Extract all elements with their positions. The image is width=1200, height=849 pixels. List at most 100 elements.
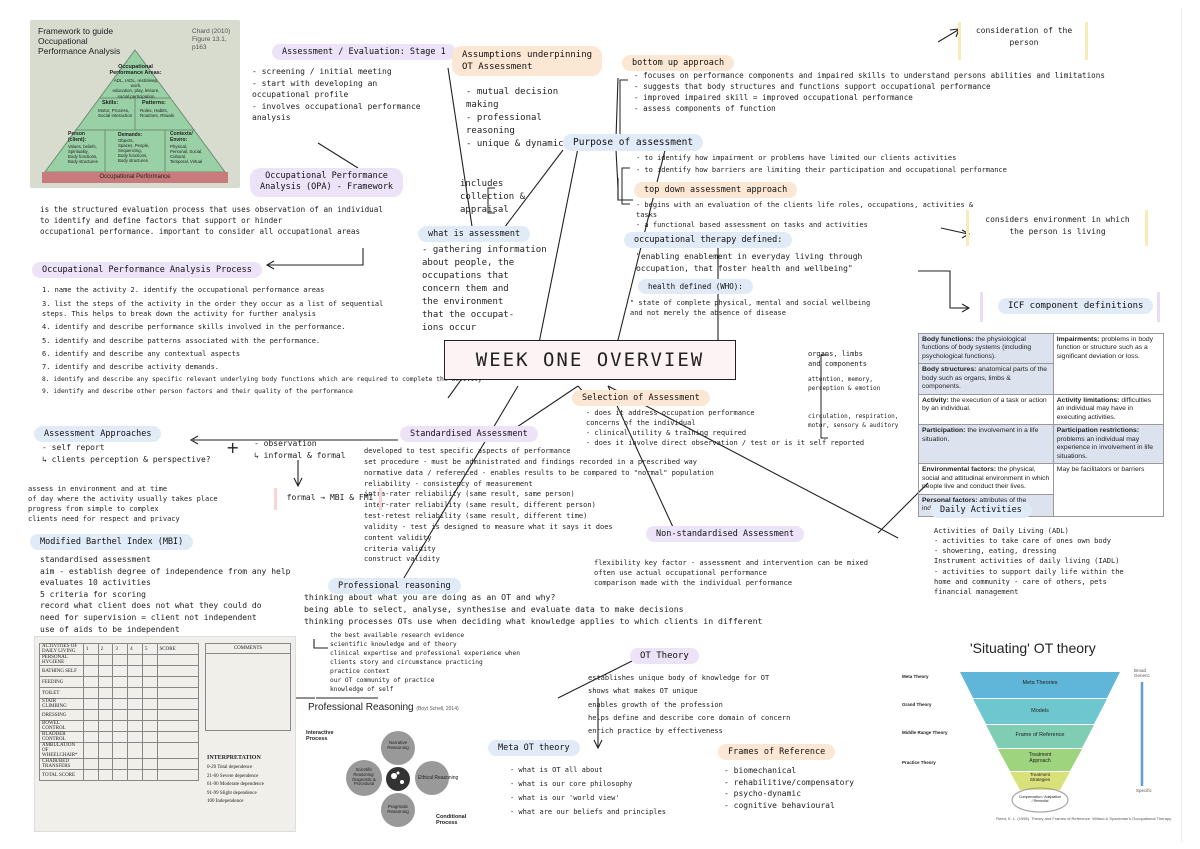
bottom-up-text: - focuses on performance components and … — [634, 71, 1105, 113]
icf-definition: the physical, social and attitudinal env… — [922, 466, 1050, 491]
pyramid-contexts-label: Contexts/ Enviro: — [170, 131, 193, 143]
health-defined-text: " state of complete physical, mental and… — [630, 299, 871, 318]
occupational-performance-pyramid-image: Framework to guide Occupational Performa… — [30, 20, 240, 188]
scan-interpretation-row: 21-60 Severe dependence — [207, 773, 259, 779]
pyramid-apex-label: Occupational Performance Areas: — [109, 64, 162, 77]
reasoning-interactive-label: Interactive Process — [306, 730, 334, 742]
situating-left-label: Practice Theory — [902, 760, 936, 765]
pyramid-person-label: Person (client): — [68, 131, 87, 143]
icf-definition: difficulties an individual may have in e… — [1056, 396, 1152, 421]
selection-text: - does it address occupation performance… — [586, 409, 865, 448]
considers-env-bracket — [966, 210, 1148, 246]
icf-side-note-2: attention, memory, perception & emotion — [808, 376, 881, 392]
icf-term: Body structures: — [922, 366, 977, 374]
opa-step: 9. identify and describe other person fa… — [42, 388, 353, 396]
scan-cell: CHAIR/BED TRANSFERS — [39, 758, 84, 770]
opa-step: 1. name the activity 2. identify the occ… — [42, 286, 325, 294]
opa-definition: is the structured evaluation process tha… — [40, 205, 383, 236]
reasoning-conditional-label: Conditional Process — [436, 814, 467, 826]
scan-interpretation-row: 0-20 Total dependence — [207, 765, 253, 770]
approaches-plus: + — [226, 438, 240, 457]
daily-activities-heading: Daily Activities — [930, 502, 1032, 518]
icf-row: Body functions: the physiological functi… — [918, 332, 1165, 395]
approaches-self-report: - self report ↳ clients perception & per… — [42, 443, 211, 464]
meta-theory-heading: Meta OT theory — [488, 740, 580, 756]
opa-step: steps. This helps to break down the acti… — [42, 310, 316, 319]
connector-lines — [189, 28, 971, 750]
icf-definition: problems in body function or structure s… — [1056, 336, 1154, 360]
assessment-stage-text: - screening / initial meeting - start wi… — [252, 67, 421, 123]
reasoning-figure-title: Professional Reasoning (Boyt Schell, 201… — [308, 702, 488, 713]
mbi-text: standardised assessment aim - establish … — [40, 555, 291, 634]
formal-note: formal → MBI & FMI — [286, 493, 374, 502]
scan-cell: TOTAL SCORE — [39, 769, 84, 781]
assumptions-items: - mutual decision making - professional … — [466, 87, 564, 150]
standardised-heading: Standardised Assessment — [400, 426, 538, 442]
opa-step: 6. identify and describe any contextual … — [42, 349, 241, 358]
situating-level: Models — [1031, 708, 1049, 714]
situating-broad-label: Broad Generic — [1134, 668, 1150, 678]
pyramid-graphic — [42, 49, 228, 183]
reasoning-narrative-label: Narrative Reasoning — [387, 740, 409, 750]
ot-theory-text: establishes unique body of knowledge for… — [588, 674, 791, 736]
includes-note: includes collection & appraisal — [460, 179, 526, 216]
scan-cell: TOILET — [39, 687, 84, 699]
what-is-assessment-text: - gathering information about people, th… — [422, 245, 547, 334]
meta-theory-text: - what is OT all about - what is our cor… — [510, 766, 666, 816]
scan-cell: AMBULATION OF WHEELCHAIR* — [39, 742, 84, 759]
top-down-heading: top down assessment approach — [634, 182, 798, 198]
icf-term: Environmental factors: — [922, 466, 997, 474]
icf-definition: May be facilitators or barriers — [1056, 466, 1145, 474]
pyramid-skills-text: Motor, Process, Social interaction — [98, 108, 133, 119]
icf-definition: the physiological functions of body syst… — [922, 336, 1032, 360]
scan-interpretation-title: INTERPRETATION — [207, 755, 261, 761]
bottom-up-heading: bottom up approach — [622, 55, 735, 71]
formal-bracket — [274, 488, 382, 510]
scan-interpretation-row: 100 Independence — [207, 799, 244, 804]
icf-side-note-1: organs, limbs and components — [808, 350, 868, 369]
pyramid-demands-text: Objects, Spaces, People, Sequencing, Bod… — [118, 138, 150, 163]
icf-side-note-3: circulation, respiration, motor, sensory… — [808, 413, 899, 429]
situating-reference: Reed, K. L. (1998). Theory and Frames of… — [996, 816, 1172, 821]
reasoning-ethical-label: Ethical Reasoning — [418, 775, 459, 781]
icf-term: Participation: — [922, 427, 966, 435]
ot-defined-text: "enabling enablement in everyday living … — [636, 252, 863, 273]
selection-heading: Selection of Assessment — [572, 390, 710, 406]
reasoning-scientific-label: Scientific Reasoning: Diagnostic & Proce… — [352, 767, 376, 787]
icf-term: Participation restrictions: — [1056, 427, 1140, 435]
purpose-heading: Purpose of assessment — [563, 134, 704, 151]
scan-interpretation-row: 61-90 Moderate dependence — [207, 782, 264, 787]
icf-term: Activity: — [922, 396, 949, 404]
assessment-stage-heading: Assessment / Evaluation: Stage 1 — [272, 44, 456, 60]
icf-row: Environmental factors: the physical, soc… — [918, 463, 1165, 517]
purpose-text-2: - to identify how barriers are limiting … — [636, 166, 1007, 174]
icf-term: Impairments: — [1056, 336, 1100, 343]
barthel-scan-table: ACTIVITIES OF DAILY LIVING 1 2 3 4 5 SCO… — [39, 643, 200, 781]
situating-level: Frame of Reference — [1015, 732, 1065, 738]
frames-text: - biomechanical - rehabilitive/compensat… — [724, 766, 855, 810]
pyramid-person-text: Values, beliefs, Spirituality, Body func… — [68, 144, 98, 164]
opa-process-steps: 1. name the activity 2. identify the occ… — [42, 285, 522, 396]
icf-definition: problems an individual may experience in… — [1056, 435, 1154, 460]
situating-level: Treatment Approach — [1028, 752, 1052, 764]
standardised-text: developed to test specific aspects of pe… — [364, 447, 714, 564]
situating-figure: Meta Theories Models Frame of Reference … — [902, 668, 1172, 828]
approaches-heading: Assessment Approaches — [34, 426, 162, 442]
situating-left-label: Meta Theory — [902, 674, 929, 679]
what-is-assessment-heading: what is assessment — [418, 226, 531, 242]
pyramid-base-label: Occupational Performance — [99, 174, 171, 180]
scan-comments-box: COMMENTS — [205, 643, 291, 731]
icf-definition: the involvement in a life situation. — [922, 427, 1039, 443]
barthel-scan-image: ACTIVITIES OF DAILY LIVING 1 2 3 4 5 SCO… — [34, 636, 296, 832]
icf-term: Body functions: — [922, 336, 974, 343]
prof-reasoning-text: thinking about what you are doing as an … — [304, 592, 763, 626]
scan-interpretation: INTERPRETATION 0-20 Total dependence 21-… — [207, 755, 293, 807]
opa-process-heading: Occupational Performance Analysis Proces… — [32, 262, 262, 278]
non-standard-heading: Non-standardised Assessment — [646, 526, 805, 542]
reasoning-figure-title-text: Professional Reasoning — [308, 702, 414, 713]
assumptions-heading: Assumptions underpinning OT Assessment — [452, 46, 603, 77]
situating-level: Treatment Strategies — [1029, 772, 1051, 782]
situating-level: Meta Theories — [1022, 680, 1058, 686]
scan-cell: 3 — [112, 643, 129, 655]
situating-base-note: Compensation / Adaptation / Remedial — [1018, 795, 1062, 803]
